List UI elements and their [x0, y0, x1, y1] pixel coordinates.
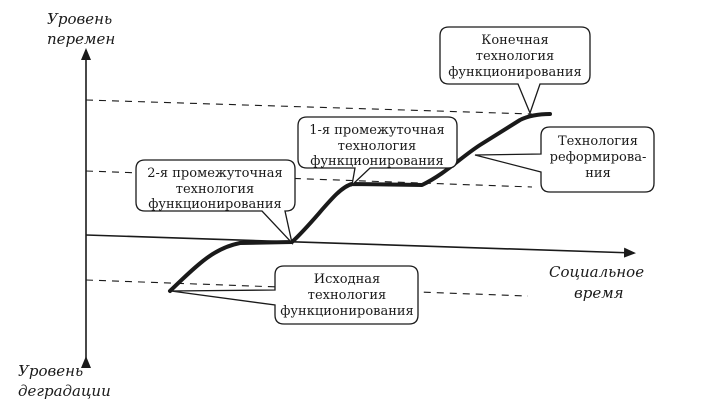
y-axis-bottom-label: Уровень — [18, 362, 83, 380]
y-axis-top-label-line2: перемен — [47, 30, 115, 48]
initial-callout-line1: Исходная — [314, 272, 380, 287]
x-axis-label: Социальное — [549, 263, 644, 281]
initial-callout-line3: функционирования — [280, 304, 414, 319]
final-level-dashed-line — [85, 99, 533, 115]
second-intermediate-callout: 2-я промежуточная технология функциониро… — [135, 159, 296, 246]
reform-callout-line1: Технология — [558, 134, 638, 149]
initial-technology-callout: Исходная технология функционирования — [170, 265, 419, 325]
initial-callout-line2: технология — [308, 288, 386, 303]
initial-callout-bubble — [170, 265, 419, 325]
second-intermediate-line2: технология — [176, 182, 254, 197]
final-callout-line3: функционирования — [448, 65, 582, 80]
first-intermediate-line1: 1-я промежуточная — [309, 123, 444, 138]
reform-technology-callout: Технология реформирова- ния — [474, 126, 655, 193]
reform-callout-bubble — [474, 126, 655, 193]
reform-callout-line2: реформирова- — [550, 150, 647, 165]
x-axis-label-line2: время — [574, 284, 624, 302]
second-intermediate-line3: функционирования — [148, 197, 282, 212]
first-intermediate-callout-bubble — [297, 116, 458, 187]
second-intermediate-line1: 2-я промежуточная — [147, 166, 282, 181]
final-technology-callout: Конечная технология функционирования — [439, 26, 591, 115]
final-callout-line2: технология — [476, 49, 554, 64]
second-intermediate-callout-bubble — [135, 159, 296, 246]
first-intermediate-line2: технология — [338, 139, 416, 154]
first-intermediate-callout: 1-я промежуточная технология функциониро… — [297, 116, 458, 187]
reform-callout-line3: ния — [585, 166, 611, 181]
horizontal-axis — [85, 234, 636, 258]
final-callout-bubble — [439, 26, 591, 115]
y-axis-bottom-label-line2: деградации — [18, 382, 111, 400]
y-axis-top-label: Уровень — [47, 10, 112, 28]
first-intermediate-line3: функционирования — [310, 154, 444, 169]
intermediate-level-dashed-line — [85, 170, 533, 188]
final-callout-line1: Конечная — [481, 33, 548, 48]
